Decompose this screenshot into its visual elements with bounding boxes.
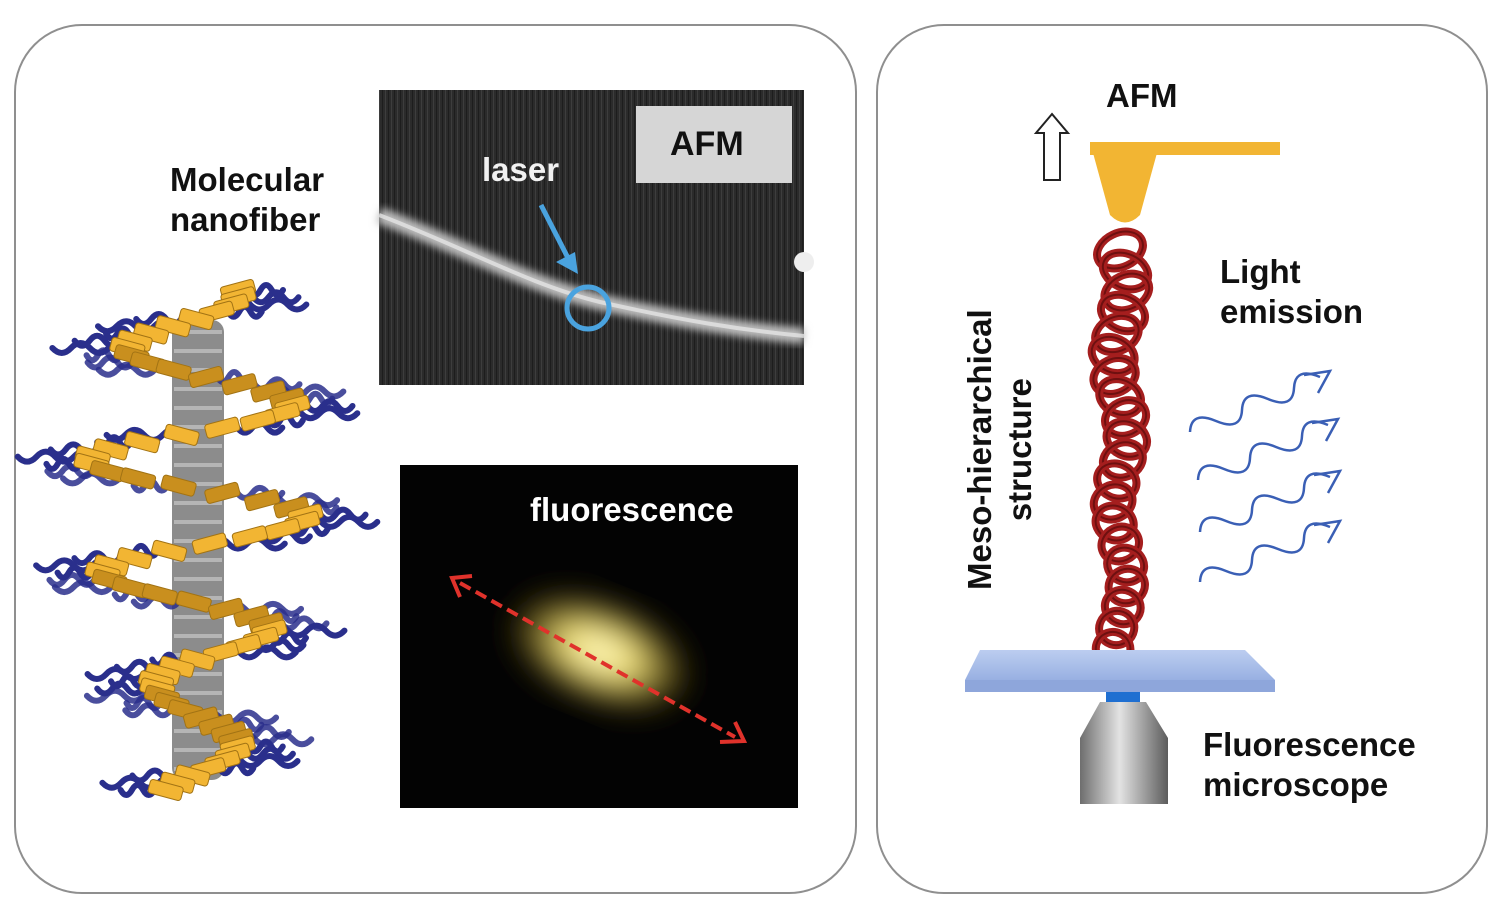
laser-label: laser	[482, 151, 560, 188]
molecule-label-line2: nanofiber	[170, 200, 321, 238]
structure-label-line1: Meso-hierarchical	[961, 309, 998, 590]
fluorescence-label: fluorescence	[530, 491, 734, 528]
light-label-line2: emission	[1220, 292, 1364, 330]
laser-arrow	[538, 203, 571, 260]
microscope-label: Fluorescence microscope	[1203, 725, 1416, 804]
afm-edge-bright-spot	[794, 252, 814, 272]
polarization-arrow	[459, 581, 736, 739]
microscope-label-line2: microscope	[1203, 765, 1389, 803]
up-arrow-icon	[1033, 112, 1071, 181]
light-label-line1: Light	[1220, 253, 1301, 290]
molecule-label: Molecular nanofiber	[170, 160, 324, 239]
emission-wave	[1198, 472, 1331, 533]
afm-tag: AFM	[670, 125, 744, 163]
emission-wave	[1188, 372, 1321, 433]
microscope-label-line1: Fluorescence	[1203, 726, 1416, 763]
right-panel	[876, 24, 1488, 894]
structure-label: Meso-hierarchical structure	[960, 309, 1039, 590]
fluorescence-glow	[500, 585, 700, 719]
objective-body	[1080, 738, 1168, 804]
objective-lens-icon	[1080, 702, 1168, 738]
light-emission-label: Light emission	[1220, 252, 1363, 331]
afm-tag-box	[636, 106, 792, 183]
laser-spot-circle	[564, 284, 612, 332]
objective-immersion	[1106, 692, 1140, 702]
molecule-label-line1: Molecular	[170, 161, 325, 198]
glass-slide	[965, 650, 1275, 680]
afm-label: AFM	[1106, 77, 1178, 114]
helical-tape	[73, 279, 324, 801]
emission-wave	[1196, 420, 1329, 481]
afm-tip	[1090, 142, 1160, 223]
meso-hierarchical-fiber	[1087, 227, 1154, 671]
emission-wave	[1198, 522, 1331, 583]
light-emission-waves	[1188, 369, 1343, 583]
structure-label-line2: structure	[1000, 378, 1038, 522]
